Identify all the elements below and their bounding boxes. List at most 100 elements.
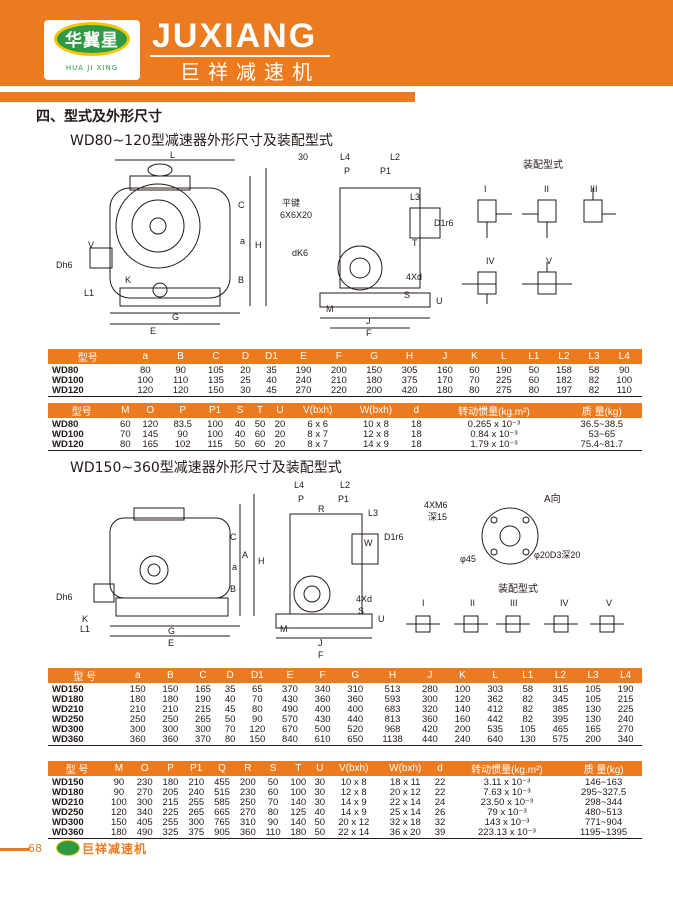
model-cell: WD80	[52, 365, 79, 376]
table-cell: 300	[162, 724, 179, 735]
table-cell: 150	[129, 684, 146, 695]
table-cell: 255	[188, 797, 205, 808]
table-cell: 362	[487, 694, 504, 705]
label2-c: C	[230, 532, 237, 542]
label2-e: E	[168, 638, 174, 648]
table-header-cell: P1	[183, 761, 210, 776]
label-l1: L1	[84, 288, 94, 298]
table-cell: 182	[556, 375, 572, 386]
table-cell: 240	[446, 735, 479, 746]
table-cell: 105	[585, 684, 601, 695]
table-cell: 412	[487, 704, 504, 715]
model-cell: WD210	[52, 797, 84, 808]
part1-drawings: L C H a B Dh6 L1 V K G E 30 L4 L2 P P1 平…	[56, 150, 616, 338]
table-cell: 22	[434, 787, 446, 798]
model-cell: WD300	[52, 817, 84, 828]
table-header-cell: M	[106, 761, 132, 776]
table-header-cell: d	[431, 761, 449, 776]
table-header-cell: L1	[521, 349, 547, 364]
table-cell: 345	[552, 694, 569, 705]
table-header-cell: S	[260, 761, 286, 776]
table-cell: 360	[234, 828, 261, 839]
model-cell: WD150	[52, 684, 84, 695]
table-cell: 20	[269, 440, 290, 451]
table-header-cell: D	[219, 668, 242, 683]
table-cell: 65	[252, 684, 263, 695]
table-cell: 490	[131, 828, 158, 839]
table-cell: 1195~1395	[565, 828, 642, 839]
table-cell: 45	[224, 704, 236, 715]
table-cell: 25	[240, 375, 251, 386]
table-cell: 225	[495, 375, 512, 386]
table-cell: 270	[136, 787, 153, 798]
table-cell: 40	[266, 375, 277, 386]
table-cell: 180	[285, 828, 312, 839]
label2-b: B	[230, 584, 236, 594]
table-header-cell: Q	[209, 761, 235, 776]
table-header-cell: 型号	[48, 403, 116, 418]
table-cell: 90	[618, 365, 630, 376]
assembly2-iv: IV	[560, 598, 569, 608]
table-cell: 12 x 8	[340, 787, 367, 798]
table-cell: 665	[214, 807, 230, 818]
table-header-cell: J	[413, 668, 447, 683]
table-cell: 90	[267, 817, 279, 828]
table-cell: 82	[588, 375, 600, 386]
model-cell: WD120	[48, 440, 116, 451]
label2-k: K	[82, 614, 88, 624]
table-cell: 420	[421, 724, 438, 735]
header-accent-bar	[0, 92, 415, 102]
table-cell: 158	[556, 365, 572, 376]
table-cell: 105	[519, 724, 536, 735]
table-cell: 26	[434, 807, 446, 818]
assembly2-v: V	[606, 598, 612, 608]
table-cell: 50	[254, 419, 266, 430]
table-cell: 150	[198, 386, 234, 397]
table-cell: 140	[290, 817, 307, 828]
table-cell: 125	[290, 807, 307, 818]
label-b: B	[238, 275, 244, 285]
table-cell: 58	[522, 684, 534, 695]
assembly2-title: 装配型式	[498, 582, 538, 595]
model-cell: WD100	[52, 429, 84, 440]
table-cell: 80	[139, 365, 151, 376]
footer-brand: 巨祥减速机	[82, 842, 148, 856]
table-cell: 90	[175, 365, 186, 376]
table-cell: 210	[188, 777, 205, 788]
table-header-cell: T	[285, 761, 312, 776]
label2-p: P	[298, 494, 304, 504]
table-cell: 200	[454, 724, 471, 735]
table-cell: 110	[606, 386, 642, 397]
table-cell: 145	[142, 429, 159, 440]
table-cell: 165	[585, 724, 601, 735]
model-cell: WD250	[52, 714, 84, 725]
table-header-cell: B	[154, 668, 187, 683]
table-cell: 513	[384, 684, 401, 695]
table-cell: 300	[136, 797, 153, 808]
label-4xm6: 4XM6	[424, 500, 448, 510]
part2-view-a: A向 4XM6 深15 φ45 φ20D3深20	[424, 492, 580, 565]
page-number: 68	[28, 842, 42, 855]
table-cell: 535	[487, 724, 504, 735]
label2-m: M	[280, 624, 288, 634]
table-cell: 25 x 14	[389, 807, 421, 818]
table-cell: 82	[581, 386, 607, 397]
label2-l3: L3	[368, 508, 378, 518]
table-cell: 70	[120, 429, 131, 440]
label-m: M	[326, 304, 334, 314]
label2-s: S	[358, 606, 364, 616]
table-cell: 295~327.5	[581, 787, 627, 798]
table-cell: 80	[115, 440, 136, 451]
table-cell: 442	[487, 714, 504, 725]
part1-front-view: L C H a B Dh6 L1 V K G E	[56, 150, 267, 336]
table-header-cell: L2	[544, 668, 577, 683]
table-cell: 10 x 8	[362, 419, 389, 430]
label-g: G	[172, 312, 179, 322]
label2-r: R	[318, 504, 325, 514]
